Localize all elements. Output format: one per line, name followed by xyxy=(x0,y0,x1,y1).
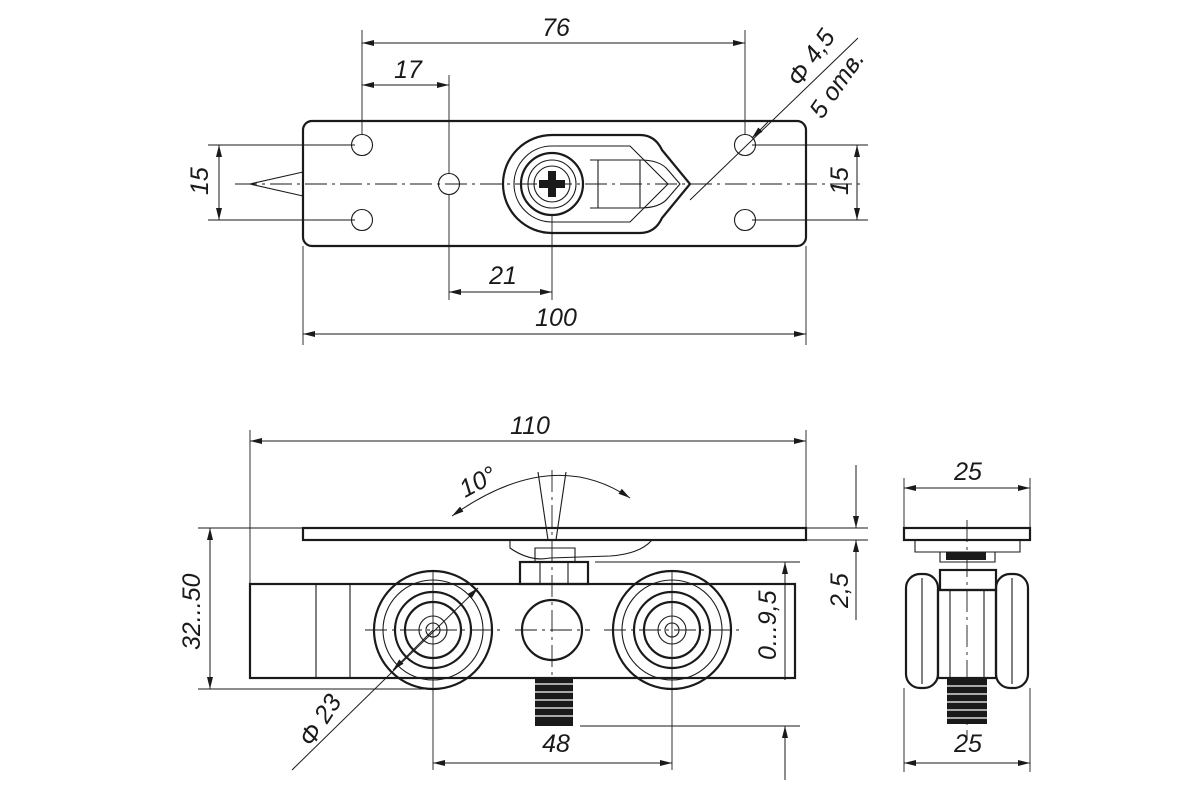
dim-height-range: 32...50 xyxy=(178,527,433,690)
swivel-angle-label: 10° xyxy=(455,461,502,503)
dim-side-bottom-width: 25 xyxy=(903,688,1031,772)
adjust-range-label: 0...9,5 xyxy=(754,590,782,660)
mounting-spike xyxy=(249,171,304,197)
height-range-label: 32...50 xyxy=(178,573,206,650)
dim-right-height: 15 xyxy=(752,144,868,221)
side-view: 25 25 xyxy=(902,458,1032,772)
adjustment-slot xyxy=(501,133,692,235)
dim-plate-thickness: 2,5 xyxy=(806,465,868,620)
right-height-label: 15 xyxy=(826,167,854,195)
front-view: 10° 110 32...50 2,5 xyxy=(178,412,868,780)
wheel-base-label: 48 xyxy=(542,730,570,758)
carriage-body xyxy=(248,582,797,680)
overall-length-label: 110 xyxy=(510,412,550,440)
top-view: 76 17 Φ 4,5 5 отв. 15 15 xyxy=(186,14,870,345)
dim-overall-length: 110 xyxy=(249,412,807,584)
hole-pitch-label: 76 xyxy=(542,14,570,42)
side-nut xyxy=(939,552,996,563)
hole-offset-label: 17 xyxy=(394,56,423,84)
center-offset-label: 21 xyxy=(488,262,517,290)
dim-left-height: 15 xyxy=(186,144,355,221)
dim-center-offset: 21 xyxy=(448,194,553,300)
plate-length-label: 100 xyxy=(535,304,577,332)
dim-wheel-base: 48 xyxy=(433,730,672,766)
adjusting-nut xyxy=(518,560,590,586)
dim-swivel-angle: 10° xyxy=(451,461,631,517)
plate-thickness-label: 2,5 xyxy=(826,573,854,609)
threaded-stud xyxy=(532,678,576,726)
swivel-bracket xyxy=(509,539,653,560)
dim-hole-offset: 17 xyxy=(362,56,450,174)
dim-adjust-range: 0...9,5 xyxy=(580,561,800,780)
left-height-label: 15 xyxy=(186,167,214,195)
front-mounting-plate xyxy=(301,526,808,542)
dim-side-top-width: 25 xyxy=(903,458,1031,528)
right-wheel xyxy=(604,569,740,770)
wheel-diameter-label: Φ 23 xyxy=(294,689,348,751)
mounting-plate-outline xyxy=(301,119,808,248)
side-top-width-label: 25 xyxy=(953,458,982,486)
side-bottom-width-label: 25 xyxy=(953,730,982,758)
dim-plate-length: 100 xyxy=(302,246,807,345)
left-wheel xyxy=(365,569,500,770)
cam-lever xyxy=(590,159,681,209)
side-threaded-stud xyxy=(947,678,987,724)
